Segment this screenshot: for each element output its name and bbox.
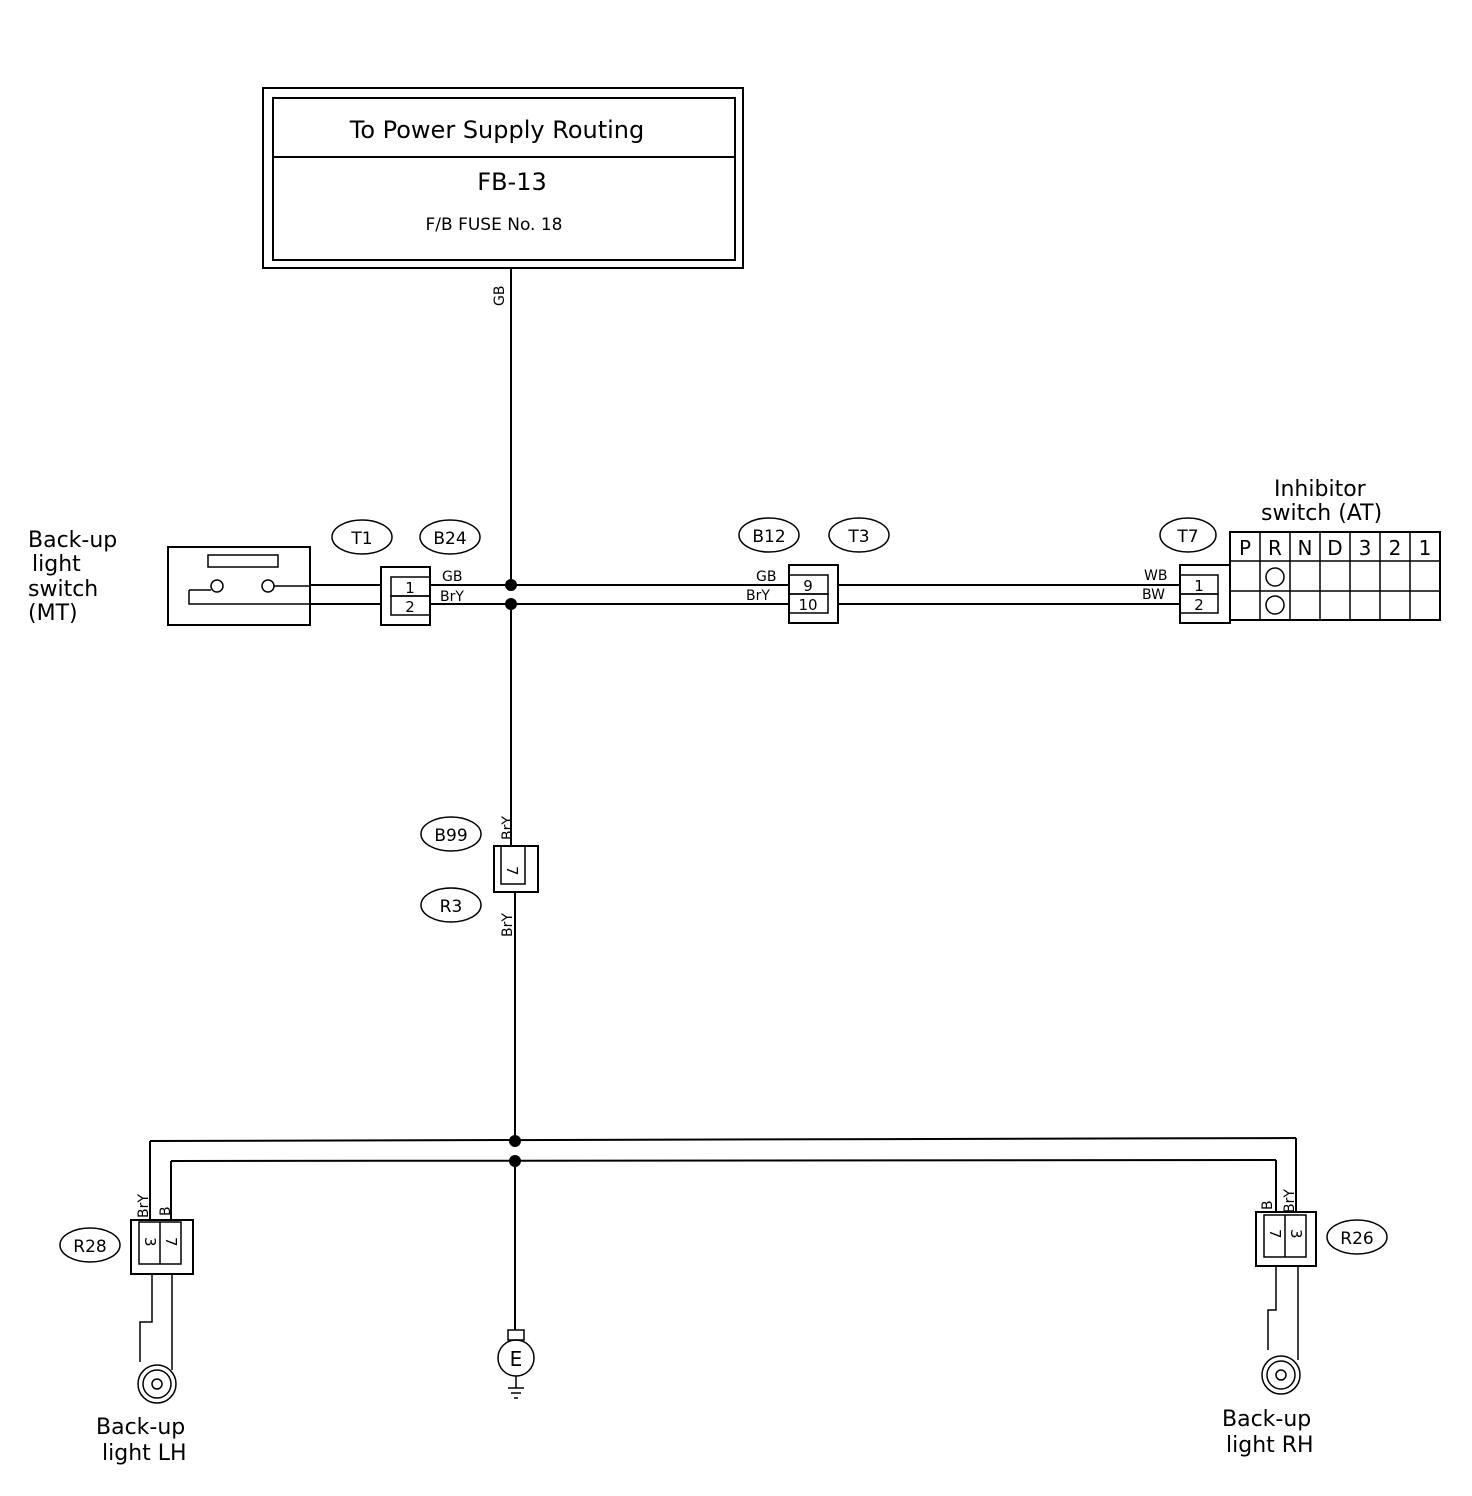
svg-text:T1: T1 — [350, 529, 372, 549]
power-box-code: FB-13 — [477, 168, 546, 196]
backup-light-switch-mt — [167, 546, 311, 626]
ground-label: E — [510, 1347, 523, 1371]
wire-label-bw: BW — [1142, 587, 1165, 603]
wire-label-bry-r3: BrY — [500, 913, 516, 937]
pin-r26-7: 7 — [1266, 1229, 1284, 1239]
connector-r26: R26 — [1326, 1219, 1388, 1255]
bulb-lh-icon — [151, 1378, 163, 1390]
connector-r3: R3 — [420, 887, 482, 923]
connector-b99: B99 — [420, 816, 482, 852]
connector-t1: T1 — [331, 519, 393, 555]
inhibitor-position-grid: P R N D 3 2 1 — [1229, 531, 1441, 621]
pin-r26-3: 3 — [1287, 1229, 1305, 1239]
inhibitor-label: Inhibitor switch (AT) — [1261, 477, 1382, 526]
connector-block-t7: 1 2 — [1179, 564, 1231, 624]
light-rh-line-1: Back-up — [1222, 1407, 1311, 1432]
pin-b24-1: 1 — [405, 579, 415, 597]
wire-label-bry-b12: BrY — [746, 588, 770, 604]
light-rh-line-2: light RH — [1226, 1433, 1314, 1458]
wire-label-bry-b99: BrY — [500, 816, 516, 840]
light-lh-line-1: Back-up — [96, 1415, 185, 1440]
pin-b12-10: 10 — [798, 596, 817, 614]
mt-switch-label: Back-up light switch (MT) — [28, 528, 124, 626]
wire-label-wb: WB — [1144, 568, 1167, 584]
pin-t7-1: 1 — [1194, 577, 1204, 595]
svg-text:T7: T7 — [1176, 527, 1198, 547]
connector-block-b12: 9 10 — [788, 564, 839, 624]
connector-block-b24: 1 2 — [380, 566, 431, 626]
inhibitor-line-2: switch (AT) — [1261, 501, 1382, 526]
mt-switch-line-3: switch — [28, 577, 98, 602]
backup-light-rh — [1261, 1266, 1301, 1395]
wire-label-bry-b24: BrY — [440, 589, 464, 605]
power-box-title: To Power Supply Routing — [349, 116, 645, 144]
light-lh-line-2: light LH — [102, 1441, 187, 1466]
mt-switch-line-2: light — [32, 552, 81, 577]
pin-r28-7: 7 — [162, 1237, 180, 1247]
connector-block-b99-r3: 7 — [493, 845, 539, 893]
position-p: P — [1239, 536, 1251, 560]
svg-text:B24: B24 — [433, 529, 466, 549]
wire-b-lower-horizontal — [170, 1159, 1277, 1162]
bulb-rh-icon — [1275, 1369, 1287, 1381]
light-rh-label: Back-up light RH — [1222, 1407, 1318, 1458]
backup-light-lh — [137, 1274, 177, 1404]
connector-b12: B12 — [738, 517, 800, 553]
mt-switch-line-1: Back-up — [28, 528, 117, 553]
position-3: 3 — [1359, 536, 1372, 560]
svg-text:R3: R3 — [440, 897, 463, 917]
svg-text:B12: B12 — [752, 527, 785, 547]
wire-bry-lower-horizontal — [149, 1137, 1297, 1142]
connector-block-r26: 7 3 — [1255, 1211, 1317, 1267]
connector-t7: T7 — [1159, 517, 1217, 553]
connector-block-r28: 3 7 — [130, 1219, 194, 1275]
pin-b99-7: 7 — [503, 866, 521, 876]
wire-label-bry-r26: BrY — [1282, 1189, 1298, 1213]
wire-label-bry-r28: BrY — [136, 1194, 152, 1218]
ground-point: E — [497, 1329, 535, 1399]
connector-r28: R28 — [59, 1227, 121, 1263]
wire-label-b-r26: B — [1260, 1200, 1276, 1210]
power-box-fuse: F/B FUSE No. 18 — [426, 215, 563, 235]
mt-switch-line-4: (MT) — [28, 601, 78, 626]
position-r: R — [1268, 536, 1282, 560]
connector-t3: T3 — [828, 517, 890, 553]
wire-label-b-r28: B — [158, 1206, 174, 1216]
position-1: 1 — [1419, 536, 1432, 560]
inhibitor-line-1: Inhibitor — [1274, 477, 1367, 502]
power-supply-box: To Power Supply Routing FB-13 F/B FUSE N… — [262, 87, 744, 269]
position-2: 2 — [1389, 536, 1402, 560]
svg-text:R28: R28 — [73, 1237, 106, 1257]
junction-dot-gb — [505, 579, 517, 591]
pin-r28-3: 3 — [141, 1237, 159, 1247]
svg-text:R26: R26 — [1340, 1229, 1373, 1249]
svg-text:T3: T3 — [847, 527, 869, 547]
position-n: N — [1298, 536, 1313, 560]
pin-b12-9: 9 — [803, 577, 813, 595]
connector-b24: B24 — [419, 519, 481, 555]
wire-label-gb-b12: GB — [756, 569, 776, 585]
wire-label-gb-b24: GB — [442, 569, 462, 585]
pin-t7-2: 2 — [1194, 596, 1204, 614]
junction-dot-lower-bry — [509, 1135, 521, 1147]
light-lh-label: Back-up light LH — [96, 1415, 192, 1466]
wire-label-gb-top: GB — [492, 286, 508, 306]
continuity-mark-r-2 — [1265, 595, 1285, 615]
continuity-mark-r-1 — [1265, 567, 1285, 587]
position-d: D — [1327, 536, 1342, 560]
pin-b24-2: 2 — [405, 598, 415, 616]
svg-text:B99: B99 — [434, 826, 467, 846]
